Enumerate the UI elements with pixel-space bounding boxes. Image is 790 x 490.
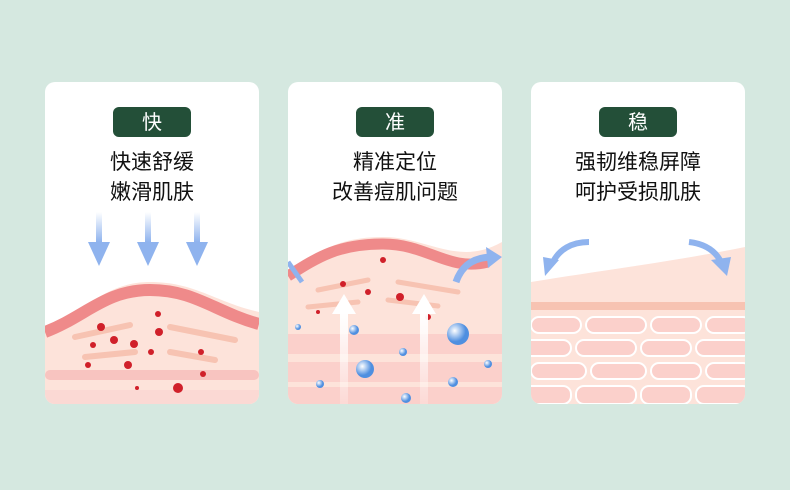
headline: 快速舒缓	[110, 150, 194, 174]
card-precise: 准 精准定位 改善痘肌问题	[288, 82, 502, 404]
down-arrow-icon	[186, 212, 208, 266]
curved-arrow-icon	[688, 239, 731, 276]
badge: 准	[356, 107, 434, 137]
badge: 快	[113, 107, 191, 137]
down-arrow-icon	[88, 212, 110, 266]
barrier-repair-illustration	[531, 239, 745, 404]
up-arrow-icon	[332, 294, 356, 404]
down-arrow-icon	[137, 212, 159, 266]
subheadline: 呵护受损肌肤	[575, 180, 701, 204]
card-stable: 稳 强韧维稳屏障 呵护受损肌肤	[531, 82, 745, 404]
skin-soothing-illustration	[45, 212, 259, 404]
headline: 强韧维稳屏障	[575, 150, 701, 174]
badge: 稳	[599, 107, 677, 137]
curved-arrow-icon	[543, 239, 590, 276]
card-fast: 快 快速舒缓 嫩滑肌肤	[45, 82, 259, 404]
subheadline: 改善痘肌问题	[332, 180, 458, 204]
acne-targeting-illustration	[288, 237, 502, 404]
subheadline: 嫩滑肌肤	[110, 180, 194, 204]
up-arrow-icon	[412, 294, 436, 404]
headline: 精准定位	[353, 150, 437, 174]
